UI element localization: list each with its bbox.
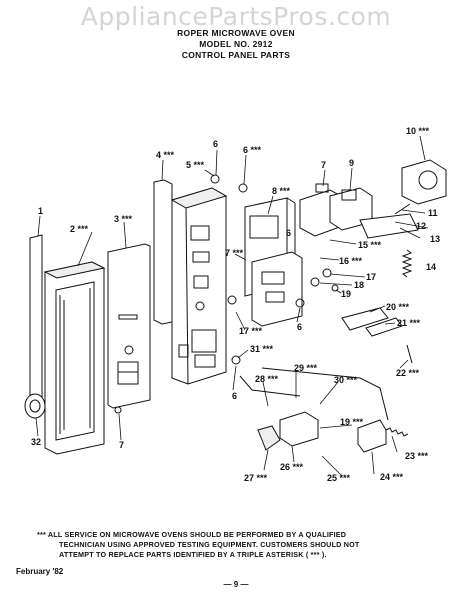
page-number: — 9 — <box>223 580 249 589</box>
callout-12: 12 <box>416 221 426 231</box>
callout-14: 14 <box>426 262 436 272</box>
callout-7b: 7 *** <box>225 248 244 258</box>
callout-32: 32 <box>31 437 41 447</box>
leader-lines <box>35 135 429 477</box>
callout-6c: 6 <box>286 228 291 238</box>
header-model: MODEL NO. 2912 <box>199 39 273 49</box>
part-2-door-frame <box>43 261 106 455</box>
callout-27: 27 *** <box>244 473 268 483</box>
callout-6e: 6 <box>232 391 237 401</box>
callout-2: 2 *** <box>70 224 89 234</box>
callout-18: 18 <box>354 280 364 290</box>
part-13-bracket <box>359 213 419 239</box>
notice-line-3: ATTEMPT TO REPLACE PARTS IDENTIFIED BY A… <box>59 550 327 559</box>
callout-9: 9 <box>349 158 354 168</box>
callout-8: 8 *** <box>272 186 291 196</box>
part-23-spring <box>385 427 409 437</box>
callout-10: 10 *** <box>406 126 430 136</box>
callout-22: 22 *** <box>396 368 420 378</box>
part-14-spring <box>401 249 413 278</box>
part-3-graphics-panel <box>107 243 151 409</box>
callout-21: 21 *** <box>397 318 421 328</box>
notice-line-1: *** ALL SERVICE ON MICROWAVE OVENS SHOUL… <box>37 530 347 539</box>
callout-25: 25 *** <box>327 473 351 483</box>
part-32-knob <box>24 393 46 419</box>
control-panel-housing <box>170 187 228 385</box>
part-18-washer <box>310 277 320 287</box>
callout-13: 13 <box>430 234 440 244</box>
callout-3: 3 *** <box>114 214 133 224</box>
callout-7a: 7 <box>321 160 326 170</box>
part-24-slide <box>357 419 387 453</box>
callout-26: 26 *** <box>280 462 304 472</box>
issue-date: February '82 <box>16 567 64 576</box>
header-title: ROPER MICROWAVE OVEN <box>177 28 295 38</box>
latch-link <box>261 367 389 421</box>
watermark: AppliancePartsPros.com <box>80 2 392 31</box>
part-6-screw <box>231 355 241 365</box>
callout-31: 31 *** <box>250 344 274 354</box>
part-22-screw <box>406 344 413 364</box>
callout-19a: 19 <box>341 289 351 299</box>
callout-5: 5 *** <box>186 160 205 170</box>
callout-6a: 6 <box>213 139 218 149</box>
callout-16: 16 *** <box>339 256 363 266</box>
switch-bracket <box>251 251 303 327</box>
callout-30: 30 *** <box>334 375 358 385</box>
callout-29: 29 *** <box>294 363 318 373</box>
callout-17b: 17 *** <box>239 326 263 336</box>
part-10-timer <box>394 159 447 215</box>
latch-link <box>239 375 301 397</box>
notice-line-2: TECHNICIAN USING APPROVED TESTING EQUIPM… <box>59 540 360 549</box>
part-4-strip <box>153 179 173 325</box>
part-19-screw <box>331 284 339 292</box>
callout-labels: 1 2 *** 3 *** 4 *** 5 *** 6 6 *** 7 9 10… <box>31 126 440 483</box>
part-6-screw <box>295 298 305 308</box>
part-7-screw <box>114 406 122 414</box>
callout-6b: 6 *** <box>243 145 262 155</box>
callout-6d: 6 <box>297 322 302 332</box>
header-subtitle: CONTROL PANEL PARTS <box>181 50 291 60</box>
part-6-screw <box>227 295 237 305</box>
diagram-header: ROPER MICROWAVE OVEN MODEL NO. 2912 CONT… <box>0 28 472 61</box>
part-17-screw <box>322 268 332 278</box>
part-1-overlay <box>29 234 43 403</box>
part-6-screw <box>238 183 248 193</box>
part-26-latch <box>257 411 319 451</box>
callout-11: 11 <box>428 208 438 218</box>
part-20-bracket <box>341 307 389 331</box>
part-21-clip <box>365 317 403 337</box>
callout-1: 1 <box>38 206 43 216</box>
callout-17a: 17 <box>366 272 376 282</box>
part-6-screw <box>210 174 220 184</box>
callout-4: 4 *** <box>156 150 175 160</box>
callout-23: 23 *** <box>405 451 429 461</box>
callout-24: 24 *** <box>380 472 404 482</box>
callout-28: 28 *** <box>255 374 279 384</box>
callout-7c: 7 <box>119 440 124 450</box>
callout-19b: 19 *** <box>340 417 364 427</box>
callout-15: 15 *** <box>358 240 382 250</box>
callout-20: 20 *** <box>386 302 410 312</box>
service-notice: *** ALL SERVICE ON MICROWAVE OVENS SHOUL… <box>37 530 437 560</box>
